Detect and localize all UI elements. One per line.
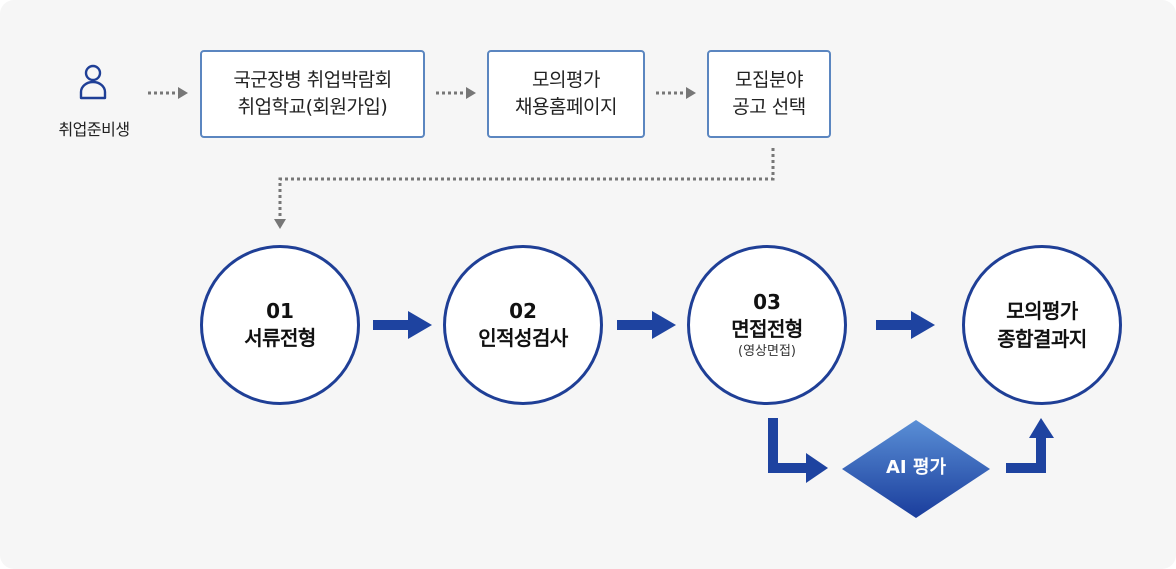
step-recruit-homepage: 모의평가 채용홈페이지 (487, 50, 645, 138)
ai-diamond (842, 420, 990, 518)
stage-aptitude-test: 02 인적성검사 (443, 245, 603, 405)
arrow-2-3 (617, 311, 676, 339)
step-job-fair: 국군장병 취업박람회 취업학교(회원가입) (200, 50, 425, 138)
arrow-3-result (876, 311, 935, 339)
actor-label: 취업준비생 (58, 120, 130, 139)
stage-interview: 03 면접전형 (영상면접) (687, 245, 847, 405)
arrow-to-ai (768, 418, 828, 483)
step-line1: 모의평가 (532, 69, 600, 91)
step-line2: 취업학교(회원가입) (237, 96, 388, 118)
person-icon (79, 64, 107, 100)
result-line1: 모의평가 (1006, 299, 1078, 323)
ai-evaluation-label: AI 평가 (885, 457, 946, 478)
dotted-arrow-3 (656, 87, 696, 99)
stage-subtitle: (영상면접) (738, 344, 796, 359)
dotted-arrow-1 (148, 87, 188, 99)
stage-title: 서류전형 (244, 326, 316, 350)
step-line1: 국군장병 취업박람회 (233, 69, 392, 91)
dotted-arrow-2 (436, 87, 476, 99)
step-line2: 채용홈페이지 (515, 96, 617, 118)
result-line2: 종합결과지 (997, 327, 1087, 351)
stage-number: 03 (753, 290, 781, 314)
step-line2: 공고 선택 (732, 96, 806, 118)
arrow-from-ai (1006, 418, 1054, 473)
dotted-elbow-arrow (274, 148, 775, 229)
stage-number: 02 (509, 299, 537, 323)
stage-number: 01 (266, 299, 294, 323)
result-report: 모의평가 종합결과지 (962, 245, 1122, 405)
stage-title: 면접전형 (731, 317, 803, 341)
step-line1: 모집분야 (735, 69, 803, 91)
stage-document-screening: 01 서류전형 (200, 245, 360, 405)
stage-title: 인적성검사 (478, 326, 568, 350)
arrow-1-2 (373, 311, 432, 339)
step-select-posting: 모집분야 공고 선택 (707, 50, 831, 138)
